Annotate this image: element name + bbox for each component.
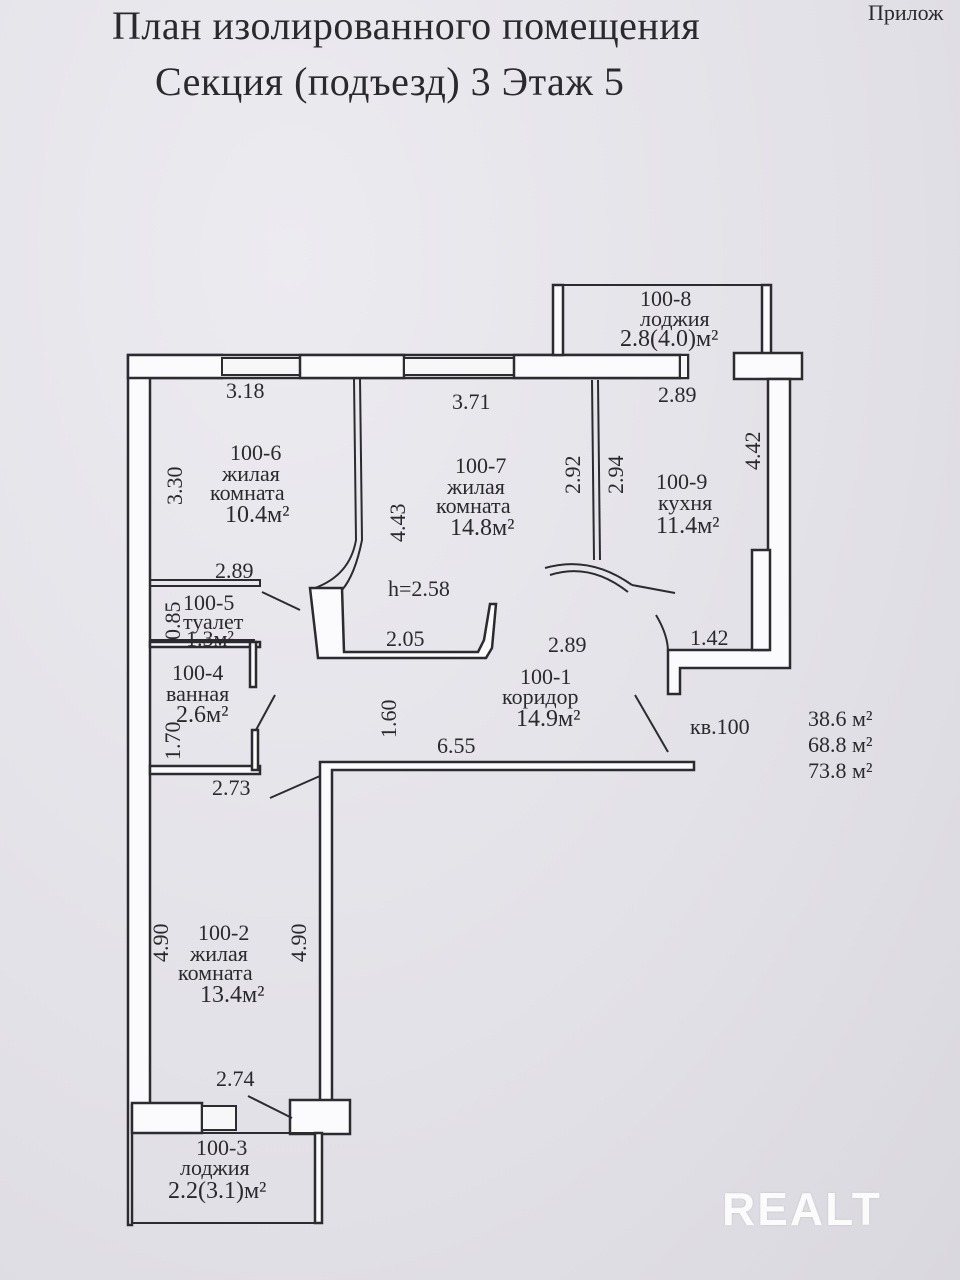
room6-area: 10.4м² (225, 502, 289, 528)
loggia3-type: лоджия (180, 1155, 250, 1180)
dim-2-74: 2.74 (216, 1066, 255, 1091)
dim-2-05: 2.05 (386, 626, 425, 651)
kitchen-code: 100-9 (656, 469, 707, 494)
room6-type: жилая (221, 461, 280, 486)
loggia-3-wall-right (313, 1131, 324, 1225)
door-arc-room7 (544, 563, 633, 586)
bath-door-swing (255, 694, 276, 731)
window-room2 (201, 1105, 237, 1131)
dim-3-30: 3.30 (162, 467, 187, 506)
bath-area: 2.6м² (176, 702, 228, 728)
room7-type: жилая (446, 474, 505, 499)
door-arc-room7-b (549, 570, 629, 593)
kitchen-area: 11.4м² (656, 513, 720, 539)
room7-area: 14.8м² (450, 515, 514, 541)
dim-4-42: 4.42 (740, 432, 765, 471)
room7-code: 100-7 (455, 453, 506, 478)
dim-3-18: 3.18 (226, 378, 265, 403)
dim-0-85: 0.85 (160, 602, 185, 641)
partition-7-9 (591, 379, 595, 561)
kitchen-counter (750, 548, 772, 652)
toilet-door-swing (261, 591, 301, 611)
dim-3-71: 3.71 (452, 389, 491, 414)
room2-door-swing (269, 775, 321, 799)
window-kitchen (679, 354, 689, 379)
entry-door-line (634, 694, 669, 753)
dim-4-90-left: 4.90 (148, 924, 173, 963)
dim-2-89-room6: 2.89 (215, 558, 254, 583)
partition-7-9-inner (597, 379, 601, 561)
dim-1-70: 1.70 (160, 722, 185, 761)
bath-type: ванная (166, 681, 229, 706)
total-area-with-loggias: 73.8 м² (808, 758, 873, 783)
bath-wall-lower-right (250, 728, 260, 772)
realt-watermark: REALT (722, 1183, 882, 1235)
kitchen-pier (732, 351, 804, 381)
room2-code: 100-2 (198, 920, 249, 945)
toilet-type: туалет (183, 609, 244, 634)
bath-code: 100-4 (172, 660, 223, 685)
loggia-8-wall-left (551, 283, 565, 357)
corridor-code: 100-1 (520, 664, 571, 689)
kitchen-door-line (631, 584, 676, 594)
dim-2-89-kitchen: 2.89 (658, 382, 697, 407)
room7-type2: комната (436, 493, 511, 518)
closet-niche (308, 586, 498, 660)
room6-type2: комната (210, 480, 285, 505)
bath-divider (148, 640, 262, 649)
room6-code: 100-6 (230, 440, 281, 465)
window-room-7 (403, 357, 515, 376)
appendix-label: Прилож (868, 0, 944, 25)
room2-bottom-wall (130, 1101, 204, 1135)
loggia3-area: 2.2(3.1)м² (168, 1178, 266, 1204)
room2-type: жилая (189, 941, 248, 966)
bath-wall-right (248, 640, 258, 689)
dim-2-94: 2.94 (603, 456, 628, 495)
toilet-code: 100-5 (183, 590, 234, 615)
total-area: 68.8 м² (808, 732, 873, 757)
kitchen-door-arc (655, 614, 669, 653)
loggia8-code: 100-8 (640, 286, 691, 311)
partition-7-6-inner (341, 377, 364, 591)
room2-pier (288, 1098, 352, 1136)
total-living-area: 38.6 м² (808, 706, 873, 731)
dim-6-55: 6.55 (437, 733, 476, 758)
dim-1-42: 1.42 (690, 625, 729, 650)
dim-2-89-corridor: 2.89 (548, 632, 587, 657)
dim-4-90-right: 4.90 (286, 924, 311, 963)
dim-2-73: 2.73 (212, 775, 251, 800)
dim-2-92: 2.92 (560, 456, 585, 495)
dim-4-43: 4.43 (385, 504, 410, 543)
window-pier-1 (298, 353, 406, 380)
corridor-area: 14.9м² (516, 706, 580, 732)
loggia8-type: лоджия (640, 306, 710, 331)
ceiling-height: h=2.58 (388, 576, 450, 601)
loggia-door-swing (247, 1095, 293, 1119)
room2-type2: комната (178, 960, 253, 985)
corridor-type: коридор (502, 684, 579, 709)
toilet-area: 1.3м² (186, 626, 234, 651)
partition-6-7 (314, 377, 358, 589)
area-totals: 38.6 м² 68.8 м² 73.8 м² (808, 706, 873, 784)
corridor-wall-bottom (318, 760, 696, 1107)
room2-area: 13.4м² (200, 982, 264, 1008)
kitchen-type: кухня (658, 490, 712, 515)
window-pier-2 (512, 353, 682, 380)
window-room-6 (221, 357, 301, 376)
loggia3-code: 100-3 (196, 1135, 247, 1160)
dim-1-60: 1.60 (376, 700, 401, 739)
bath-wall-bottom (148, 764, 262, 776)
loggia-8-wall-right (760, 283, 773, 357)
room6-bottom-wall (149, 579, 261, 587)
plan-title: План изолированного помещения (112, 3, 701, 48)
plan-subtitle: Секция (подъезд) 3 Этаж 5 (155, 59, 625, 104)
loggia8-area: 2.8(4.0)м² (620, 326, 718, 352)
apartment-number: кв.100 (690, 714, 750, 739)
kitchen-wall-right (666, 377, 792, 696)
